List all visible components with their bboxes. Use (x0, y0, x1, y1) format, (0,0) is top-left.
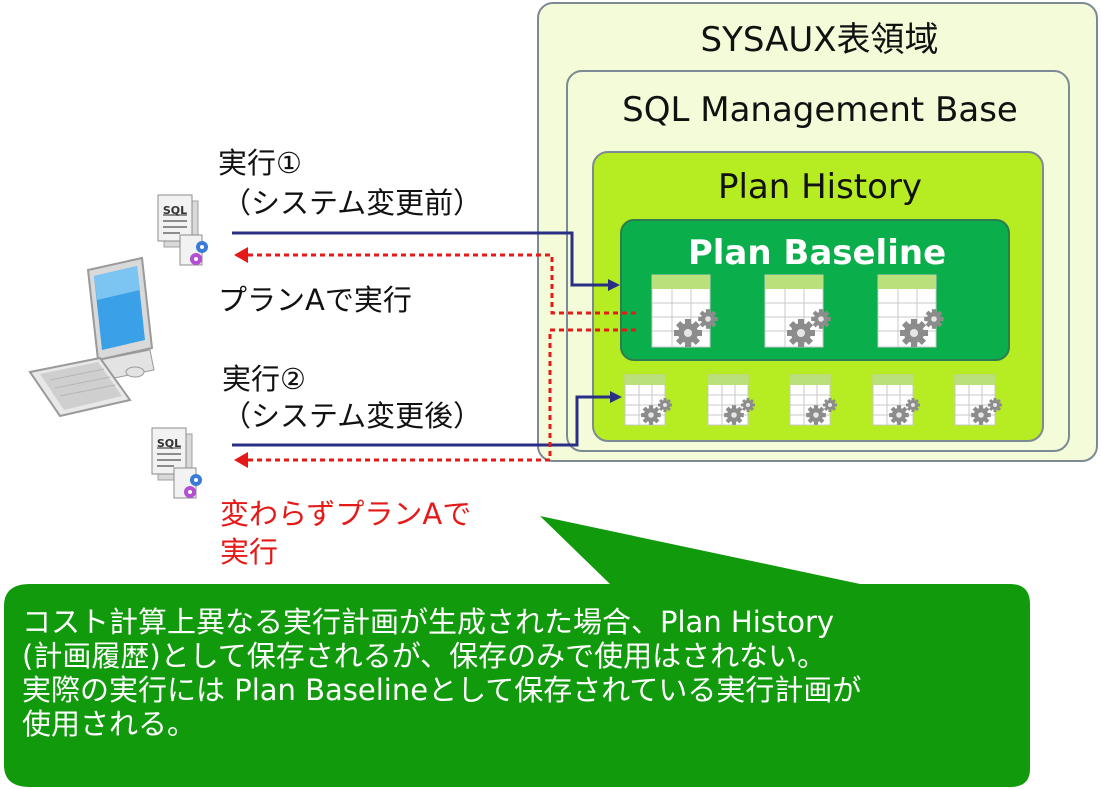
history-plan-icon-3 (790, 375, 837, 425)
execution2-result-line1: 変わらずプランAで (220, 497, 472, 531)
result-arrow-2-head (234, 452, 248, 468)
execution1-result: プランAで実行 (218, 283, 412, 317)
execute-arrow-1 (232, 231, 612, 287)
svg-text:SQL: SQL (163, 204, 187, 217)
execution1-subtitle: （システム変更前） (222, 186, 483, 220)
callout-bubble (4, 516, 1030, 787)
history-plan-icon-5 (955, 375, 1002, 425)
history-plan-icon-2 (708, 375, 755, 425)
svg-text:SQL: SQL (157, 437, 181, 450)
execution2-result-line2: 実行 (220, 535, 279, 569)
history-plan-icon-1 (625, 375, 672, 425)
baseline-plan-icon-1 (652, 275, 718, 347)
baseline-plan-icon-2 (765, 275, 831, 347)
result-arrow-1 (246, 253, 636, 315)
sql-management-base-title: SQL Management Base (622, 90, 1018, 130)
execute-arrow-1-head (608, 279, 620, 291)
computer-icon (28, 256, 155, 418)
callout-line-3: 実際の実行には Plan Baselineとして保存されている実行計画が (22, 673, 862, 707)
execute-arrow-2-head (610, 391, 622, 403)
history-plan-icon-4 (873, 375, 920, 425)
sysaux-title: SYSAUX表領域 (700, 20, 939, 60)
result-arrow-1-head (234, 247, 248, 263)
execute-arrow-2 (232, 395, 614, 447)
baseline-plan-icon-3 (878, 275, 944, 347)
execution2-title: 実行② (222, 362, 306, 396)
sql-document-icon-1: SQL (157, 194, 209, 266)
execution2-subtitle: （システム変更後） (222, 399, 483, 433)
callout-line-2: (計画履歴)として保存されるが、保存のみで使用はされない。 (22, 639, 827, 673)
callout-line-1: コスト計算上異なる実行計画が生成された場合、Plan History (22, 605, 835, 639)
plan-history-title: Plan History (717, 167, 923, 207)
plan-baseline-title: Plan Baseline (687, 233, 947, 273)
callout-text: コスト計算上異なる実行計画が生成された場合、Plan History (計画履歴… (22, 605, 1012, 741)
sql-document-icon-2: SQL (151, 427, 203, 499)
callout-line-4: 使用される。 (22, 707, 197, 741)
execution1-title: 実行① (218, 146, 302, 180)
